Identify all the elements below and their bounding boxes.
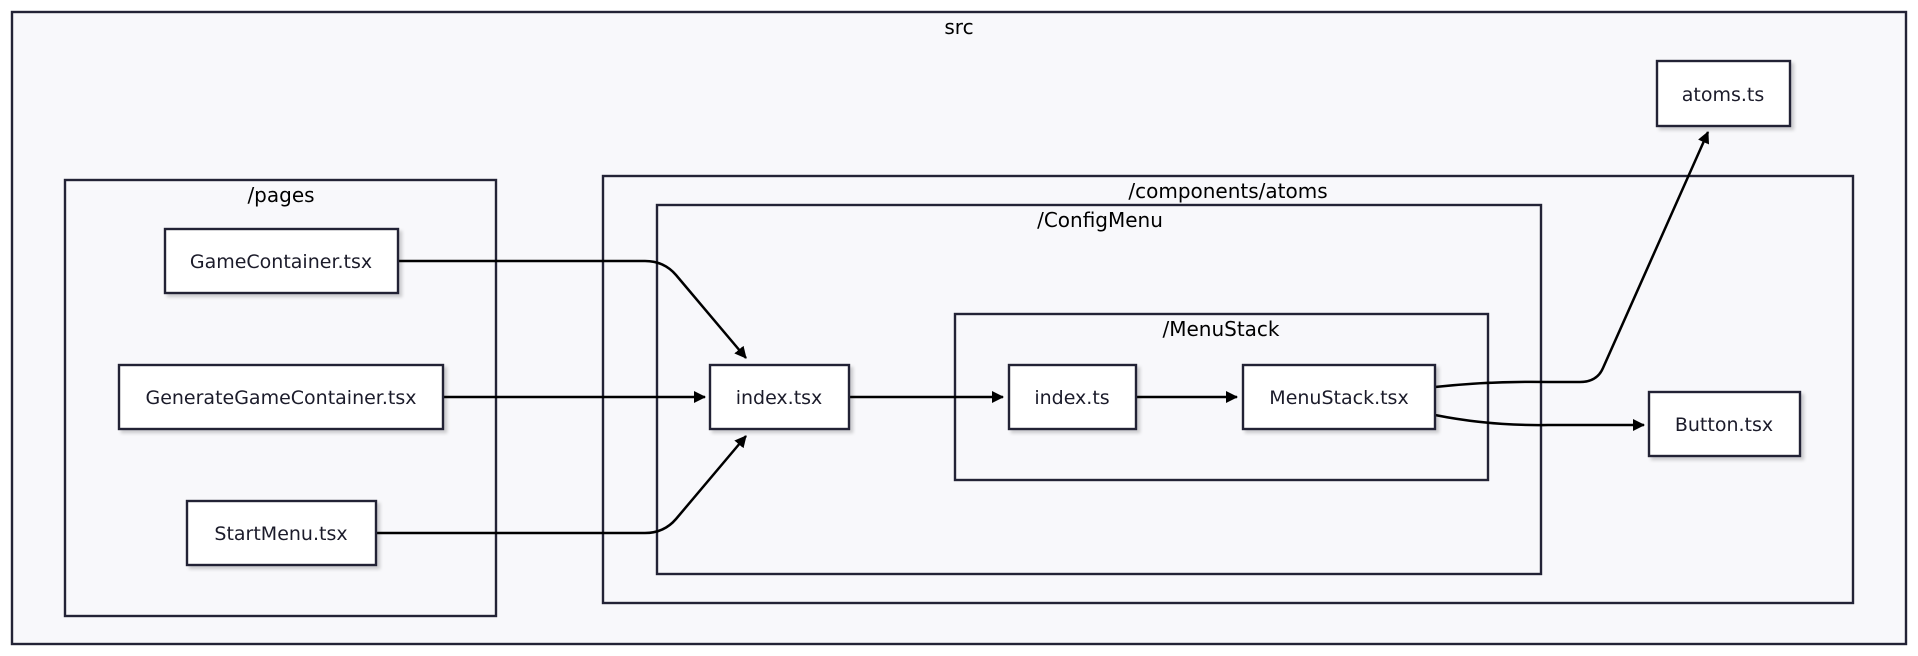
node-button-tsx[interactable]: Button.tsx [1647, 390, 1802, 458]
node-menustack-tsx-label: MenuStack.tsx [1269, 387, 1408, 409]
node-atoms-ts-label: atoms.ts [1682, 84, 1765, 106]
cluster-components-atoms-label: /components/atoms [1128, 179, 1327, 203]
node-startmenu-label: StartMenu.tsx [214, 523, 347, 545]
node-gamecontainer[interactable]: GameContainer.tsx [163, 227, 400, 295]
node-generategamecontainer-label: GenerateGameContainer.tsx [145, 387, 416, 409]
edge-menustack-to-button [1434, 413, 1645, 431]
node-atoms-ts[interactable]: atoms.ts [1655, 59, 1792, 128]
edge-gamecontainer-to-index [398, 259, 747, 359]
cluster-pages-label: /pages [247, 183, 314, 207]
node-startmenu[interactable]: StartMenu.tsx [185, 499, 378, 567]
node-button-tsx-label: Button.tsx [1675, 414, 1773, 436]
node-menustack-index-ts[interactable]: index.ts [1007, 363, 1138, 431]
edges [376, 131, 1710, 535]
node-config-index-tsx[interactable]: index.tsx [708, 363, 851, 431]
cluster-configmenu-label: /ConfigMenu [1037, 208, 1163, 232]
node-generategamecontainer[interactable]: GenerateGameContainer.tsx [117, 363, 445, 431]
node-gamecontainer-label: GameContainer.tsx [190, 251, 372, 273]
node-menustack-tsx[interactable]: MenuStack.tsx [1241, 363, 1437, 431]
node-menustack-index-ts-label: index.ts [1034, 387, 1109, 409]
edge-startmenu-to-index [376, 435, 747, 535]
cluster-menustack-label: /MenuStack [1162, 317, 1279, 341]
cluster-src-label: src [944, 15, 973, 39]
edge-menustack-to-atoms [1434, 131, 1710, 389]
node-config-index-tsx-label: index.tsx [736, 387, 823, 409]
